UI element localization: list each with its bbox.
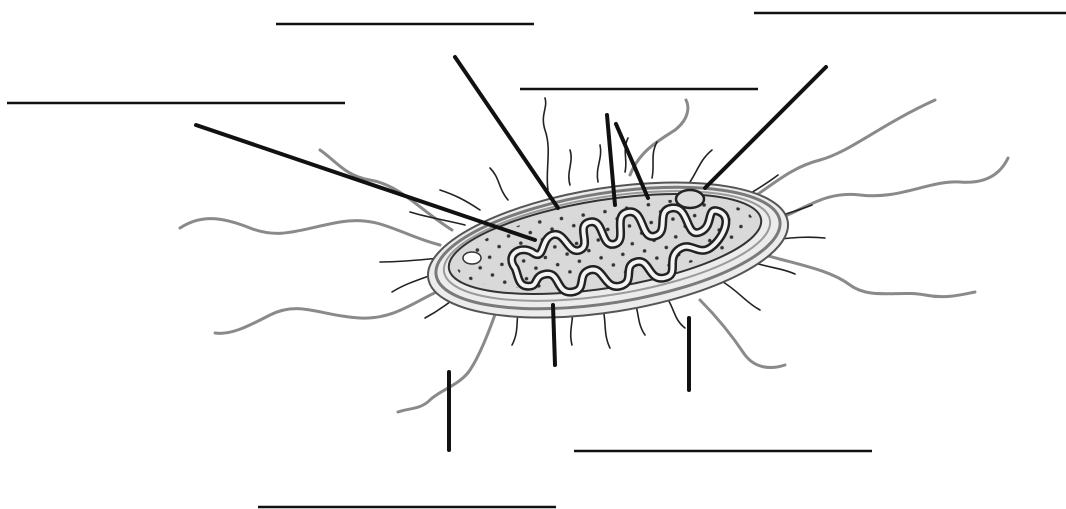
flagellum xyxy=(700,300,785,368)
pilus xyxy=(720,280,760,310)
cell-envelope xyxy=(419,160,798,339)
leader-line-to-plasmid xyxy=(705,67,826,188)
inclusion-body xyxy=(463,252,481,264)
plasmid xyxy=(676,190,704,208)
pilus xyxy=(440,190,480,210)
flagellum xyxy=(630,100,688,175)
pilus xyxy=(597,145,600,182)
leader-line-to-cytoplasm xyxy=(455,57,558,208)
pilus xyxy=(569,150,571,185)
pilus xyxy=(690,150,712,182)
pilus xyxy=(652,142,657,178)
flagellum xyxy=(180,219,440,245)
leader-line-to-dna xyxy=(196,125,535,240)
pilus xyxy=(490,168,508,200)
flagellum xyxy=(765,255,975,297)
pilus xyxy=(543,98,548,190)
flagellum xyxy=(215,285,455,333)
leader-line-to-wall xyxy=(553,305,555,365)
